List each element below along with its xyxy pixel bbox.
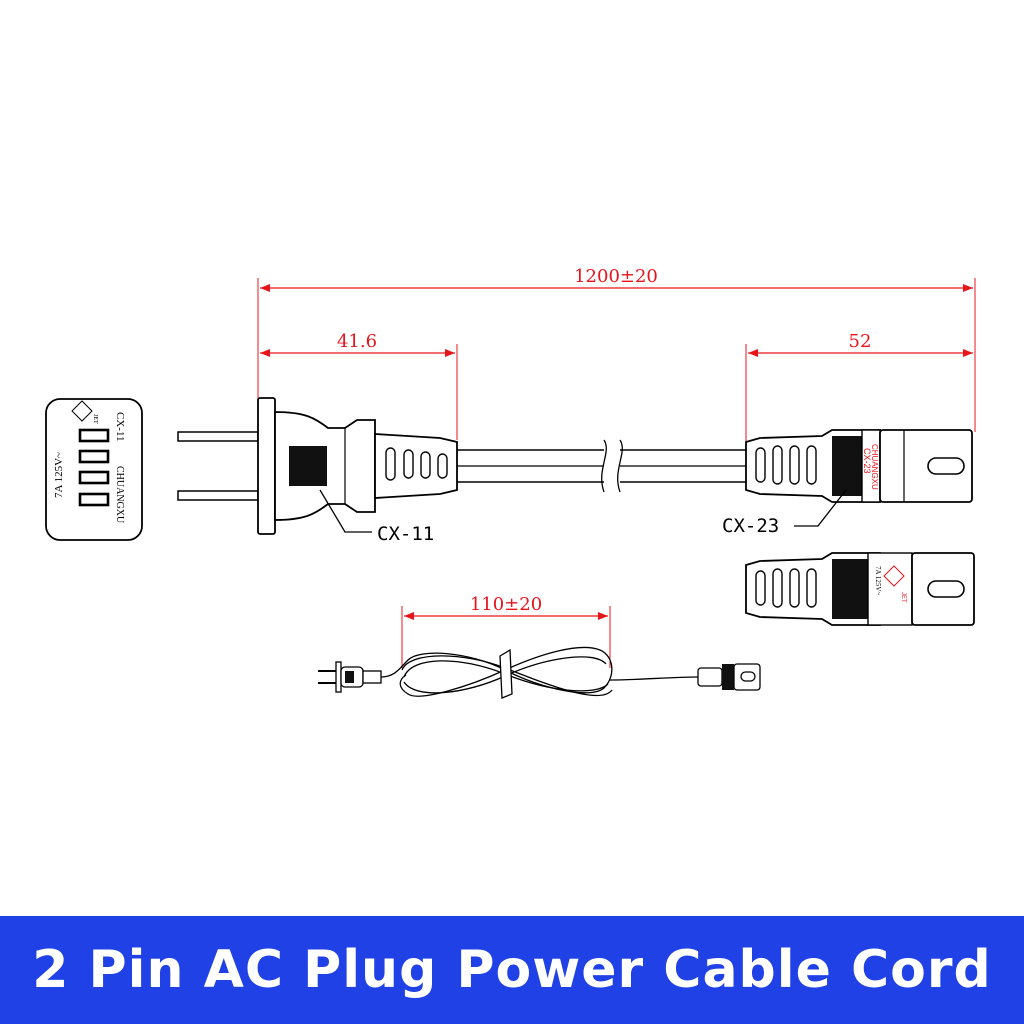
plug-prong-bottom [177,490,259,501]
connector-length-label: 52 [849,331,872,352]
connector-side-rating: 7A 125V~ [874,566,882,595]
mini-plug [318,661,382,693]
plug-face-mark: JET [92,414,98,424]
plug-length-label: 41.6 [337,331,377,352]
plug-model-label: CX-11 [377,523,434,545]
connector-cx23-side: JET 7A 125V~ [745,552,975,626]
cable [457,439,746,493]
cable-drawing: 1200±20 41.6 52 JET 7A 125V~ CX-11 CHUAN… [45,266,976,699]
plug-prong-top [177,431,259,442]
mini-connector [697,663,761,691]
connector-marking-brand: CHUANGXU [870,444,879,490]
plug-face-rating: 7A 125V~ [53,452,65,498]
dimension-coil-length: 110±20 [401,594,611,668]
pse-mark-icon: JET [883,565,906,603]
overall-length-label: 1200±20 [574,266,658,287]
connector-marking-model: CX-23 [862,448,872,474]
banner-title: 2 Pin AC Plug Power Cable Cord [32,940,992,1000]
coiled-cable [318,646,761,699]
connector-side-mark: JET [900,592,906,603]
dimension-overall-length: 1200±20 [257,266,976,432]
connector-cx23: CX-23 CHUANGXU CX-23 [722,429,973,537]
coil-length-label: 110±20 [470,594,542,615]
plug-face-model: CX-11 [114,412,126,442]
dimension-plug-length: 41.6 [257,331,458,440]
pse-mark-icon: JET [71,400,98,424]
dimension-connector-length: 52 [745,331,973,446]
plug-face-brand: CHUANGXU [114,466,125,524]
connector-model-label: CX-23 [722,515,779,537]
plug-cx11: CX-11 [177,397,458,545]
plug-grip-block [289,446,327,486]
plug-face-detail: JET 7A 125V~ CX-11 CHUANGXU [45,398,143,541]
connector-grip-block [832,436,862,496]
title-banner: 2 Pin AC Plug Power Cable Cord [0,916,1024,1024]
